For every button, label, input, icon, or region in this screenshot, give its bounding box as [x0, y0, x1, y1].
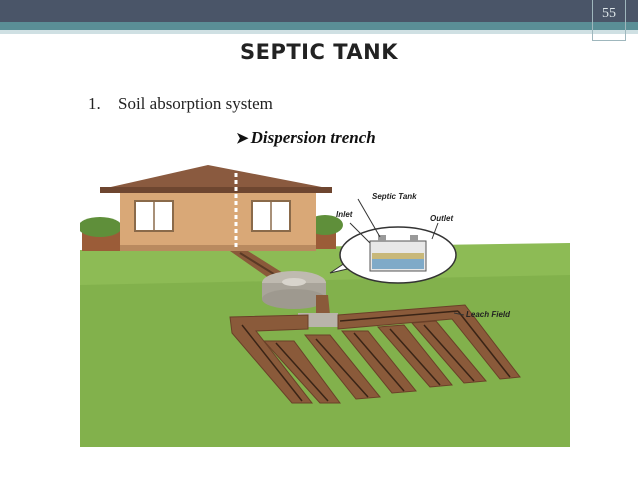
leach-field-label: Leach Field	[466, 310, 511, 319]
sub-bullet: ➤Dispersion trench	[236, 128, 376, 148]
septic-tank-label: Septic Tank	[372, 192, 417, 201]
header-accent-bar	[0, 22, 638, 30]
list-item-text: Soil absorption system	[118, 94, 273, 113]
header-accent-strip	[0, 30, 638, 34]
sub-bullet-text: Dispersion trench	[250, 128, 376, 147]
list-item: 1. Soil absorption system	[88, 94, 273, 114]
house	[100, 165, 332, 251]
septic-system-illustration: Septic Tank Inlet Outlet Leach Field	[80, 165, 570, 447]
outlet-label: Outlet	[430, 214, 453, 223]
septic-tank	[262, 271, 326, 309]
header-bar	[0, 0, 638, 22]
slide-title: SEPTIC TANK	[239, 40, 399, 64]
list-number: 1.	[88, 94, 101, 113]
inlet-label: Inlet	[336, 210, 353, 219]
page-number: 55	[602, 6, 616, 21]
arrow-bullet-icon: ➤	[236, 131, 249, 147]
tank-detail-callout	[329, 226, 457, 284]
bush	[80, 217, 122, 237]
page-number-box	[592, 0, 626, 41]
